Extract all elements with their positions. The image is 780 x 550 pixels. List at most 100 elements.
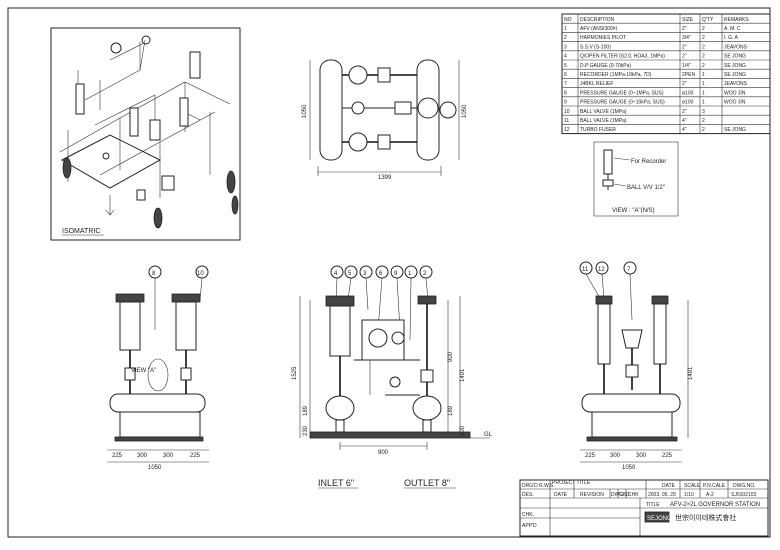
parts-table-cell: A. M. C <box>724 26 741 32</box>
isometric-view: ISOMATRIC <box>50 27 241 241</box>
front-dim-200: 200 <box>460 425 466 436</box>
parts-table-cell: 2" <box>682 109 687 115</box>
parts-table-cell: 2" <box>682 54 687 60</box>
parts-table-cell: 3/4" <box>682 35 691 41</box>
parts-table-cell: SE JONG <box>724 127 746 133</box>
parts-table-cell: 2 <box>702 63 705 69</box>
parts-table-header: DESCRIPTION <box>580 17 615 23</box>
parts-table-cell: 3 <box>702 109 705 115</box>
parts-table-cell: 4" <box>682 118 687 124</box>
left-elevation: 8 10 VIEW "A" 225 300 300 225 1050 <box>107 265 209 471</box>
parts-table-cell: 1 <box>702 100 705 106</box>
left-dim-3: 300 <box>163 453 174 459</box>
balloon-3: 3 <box>363 271 367 277</box>
front-dim-189: 189 <box>303 405 309 416</box>
parts-table-cell: 12 <box>564 127 570 133</box>
parts-table-cell: 4 <box>564 54 567 60</box>
parts-table-cell: RECORDER (1MPa-10kPa, 7D) <box>580 72 652 78</box>
parts-table-cell: I. G. A <box>724 35 739 41</box>
tb-scale-h: SCALE <box>684 483 701 489</box>
parts-table-cell: 2" <box>682 26 687 32</box>
parts-table-cell: Q/OPEN FILTER (S2.0, HOA3, 1MPa) <box>580 54 665 60</box>
parts-table-cell: 2PEN <box>682 72 695 78</box>
parts-table-cell: 2 <box>564 35 567 41</box>
parts-table-cell: WOO JIN <box>724 100 746 106</box>
inlet-label: INLET 6" <box>318 478 354 488</box>
front-gl: GL <box>484 432 493 438</box>
front-dim-900w: 900 <box>378 450 389 456</box>
parts-table-header: NO <box>564 17 572 23</box>
top-dim-right: 1050 <box>462 104 468 118</box>
left-dim-4: 225 <box>190 453 201 459</box>
tb-dwgno-h: DWG.NO. <box>733 483 756 489</box>
parts-table-cell: 4" <box>682 127 687 133</box>
tb-chk: CHK <box>628 492 639 498</box>
parts-table-cell: 2 <box>702 35 705 41</box>
view-a-title: VIEW : "A"(N/S) <box>612 208 655 214</box>
parts-table-cell: AFV (ANSI300#) <box>580 26 618 32</box>
balloon-10: 10 <box>197 271 204 277</box>
tb-pncale-h: P.N.CALE <box>703 483 726 489</box>
view-a-detail: For Recorder BALL V/V 1/2" VIEW : "A"(N/… <box>593 141 679 217</box>
parts-table-cell: J4BKL RELIEF <box>580 81 613 87</box>
left-dim-1: 225 <box>112 453 123 459</box>
iso-cap-right <box>226 170 236 194</box>
parts-table-cell: HARMONIES PILOT <box>580 35 626 41</box>
parts-table-cell: 9 <box>564 100 567 106</box>
top-view: 1399 1050 1050 <box>302 59 468 181</box>
parts-table-cell: ø100 <box>682 100 694 106</box>
front-elevation: 4 5 3 6 9 1 2 152 <box>292 265 493 489</box>
balloon-2: 2 <box>423 271 427 277</box>
parts-table-cell: ø100 <box>682 90 694 96</box>
tb-appd-label: APP'D <box>522 523 537 529</box>
parts-table-cell: SE JONG <box>724 63 746 69</box>
parts-table-cell: SE JONG <box>724 72 746 78</box>
tb-revision: REVISION <box>580 492 604 498</box>
parts-table-cell: 1 <box>702 90 705 96</box>
balloon-6: 6 <box>379 271 383 277</box>
view-a-recorder: For Recorder <box>631 159 666 165</box>
tb-scale-v: 1/10 <box>684 492 694 498</box>
parts-table-cell: 1 <box>702 72 705 78</box>
company-logo-text: SEJONG <box>647 516 672 522</box>
balloon-11: 11 <box>582 267 589 273</box>
balloon-7: 7 <box>627 267 631 273</box>
parts-table-cell: 11 <box>564 118 569 124</box>
parts-table-cell: 7 <box>564 81 567 87</box>
top-dim-width: 1399 <box>378 175 392 181</box>
left-dim-2: 300 <box>137 453 148 459</box>
balloon-1: 1 <box>408 271 412 277</box>
view-a-ball-valve: BALL V/V 1/2" <box>627 185 665 191</box>
isometric-label: ISOMATRIC <box>62 228 100 235</box>
parts-table-cell: 2 <box>702 26 705 32</box>
parts-table-cell: JEAVONS <box>724 44 748 50</box>
tb-date-h: DATE <box>662 483 676 489</box>
parts-table-cell: 2 <box>702 118 705 124</box>
right-dim-2: 300 <box>610 453 621 459</box>
isometric-frame <box>50 27 241 241</box>
top-dim-left: 1050 <box>302 104 308 118</box>
parts-table-cell: BALL VALVE (1MPa) <box>580 109 627 115</box>
parts-table-cell: S.S.V (S-100) <box>580 44 611 50</box>
parts-table-header: SIZE <box>682 17 694 23</box>
parts-table-cell: 5 <box>564 63 567 69</box>
parts-table-cell: TURBO FUSER <box>580 127 616 133</box>
front-dim-1491: 1491 <box>460 368 466 382</box>
parts-table-cell: 2 <box>702 127 705 133</box>
parts-table-cell: 3 <box>564 44 567 50</box>
outlet-label: OUTLET 8" <box>404 478 450 488</box>
left-dim-total: 1050 <box>148 465 162 471</box>
parts-table-cell: 1 <box>702 81 705 87</box>
tb-date2: DATE <box>554 492 568 498</box>
tb-project: PROJECT TITLE <box>552 480 591 486</box>
parts-table-cell: 1 <box>564 26 567 32</box>
front-dim-189r: 189 <box>448 405 454 416</box>
tb-ckd: CKD <box>619 492 630 498</box>
balloon-9: 9 <box>394 271 398 277</box>
parts-table-cell: 2 <box>702 44 705 50</box>
tb-chk-label: CHK. <box>522 512 534 518</box>
parts-table-cell: 1/4" <box>682 63 691 69</box>
right-dim-4: 225 <box>662 453 673 459</box>
tb-title-value: AFV-2×2L GOVERNOR STATION <box>670 502 760 508</box>
